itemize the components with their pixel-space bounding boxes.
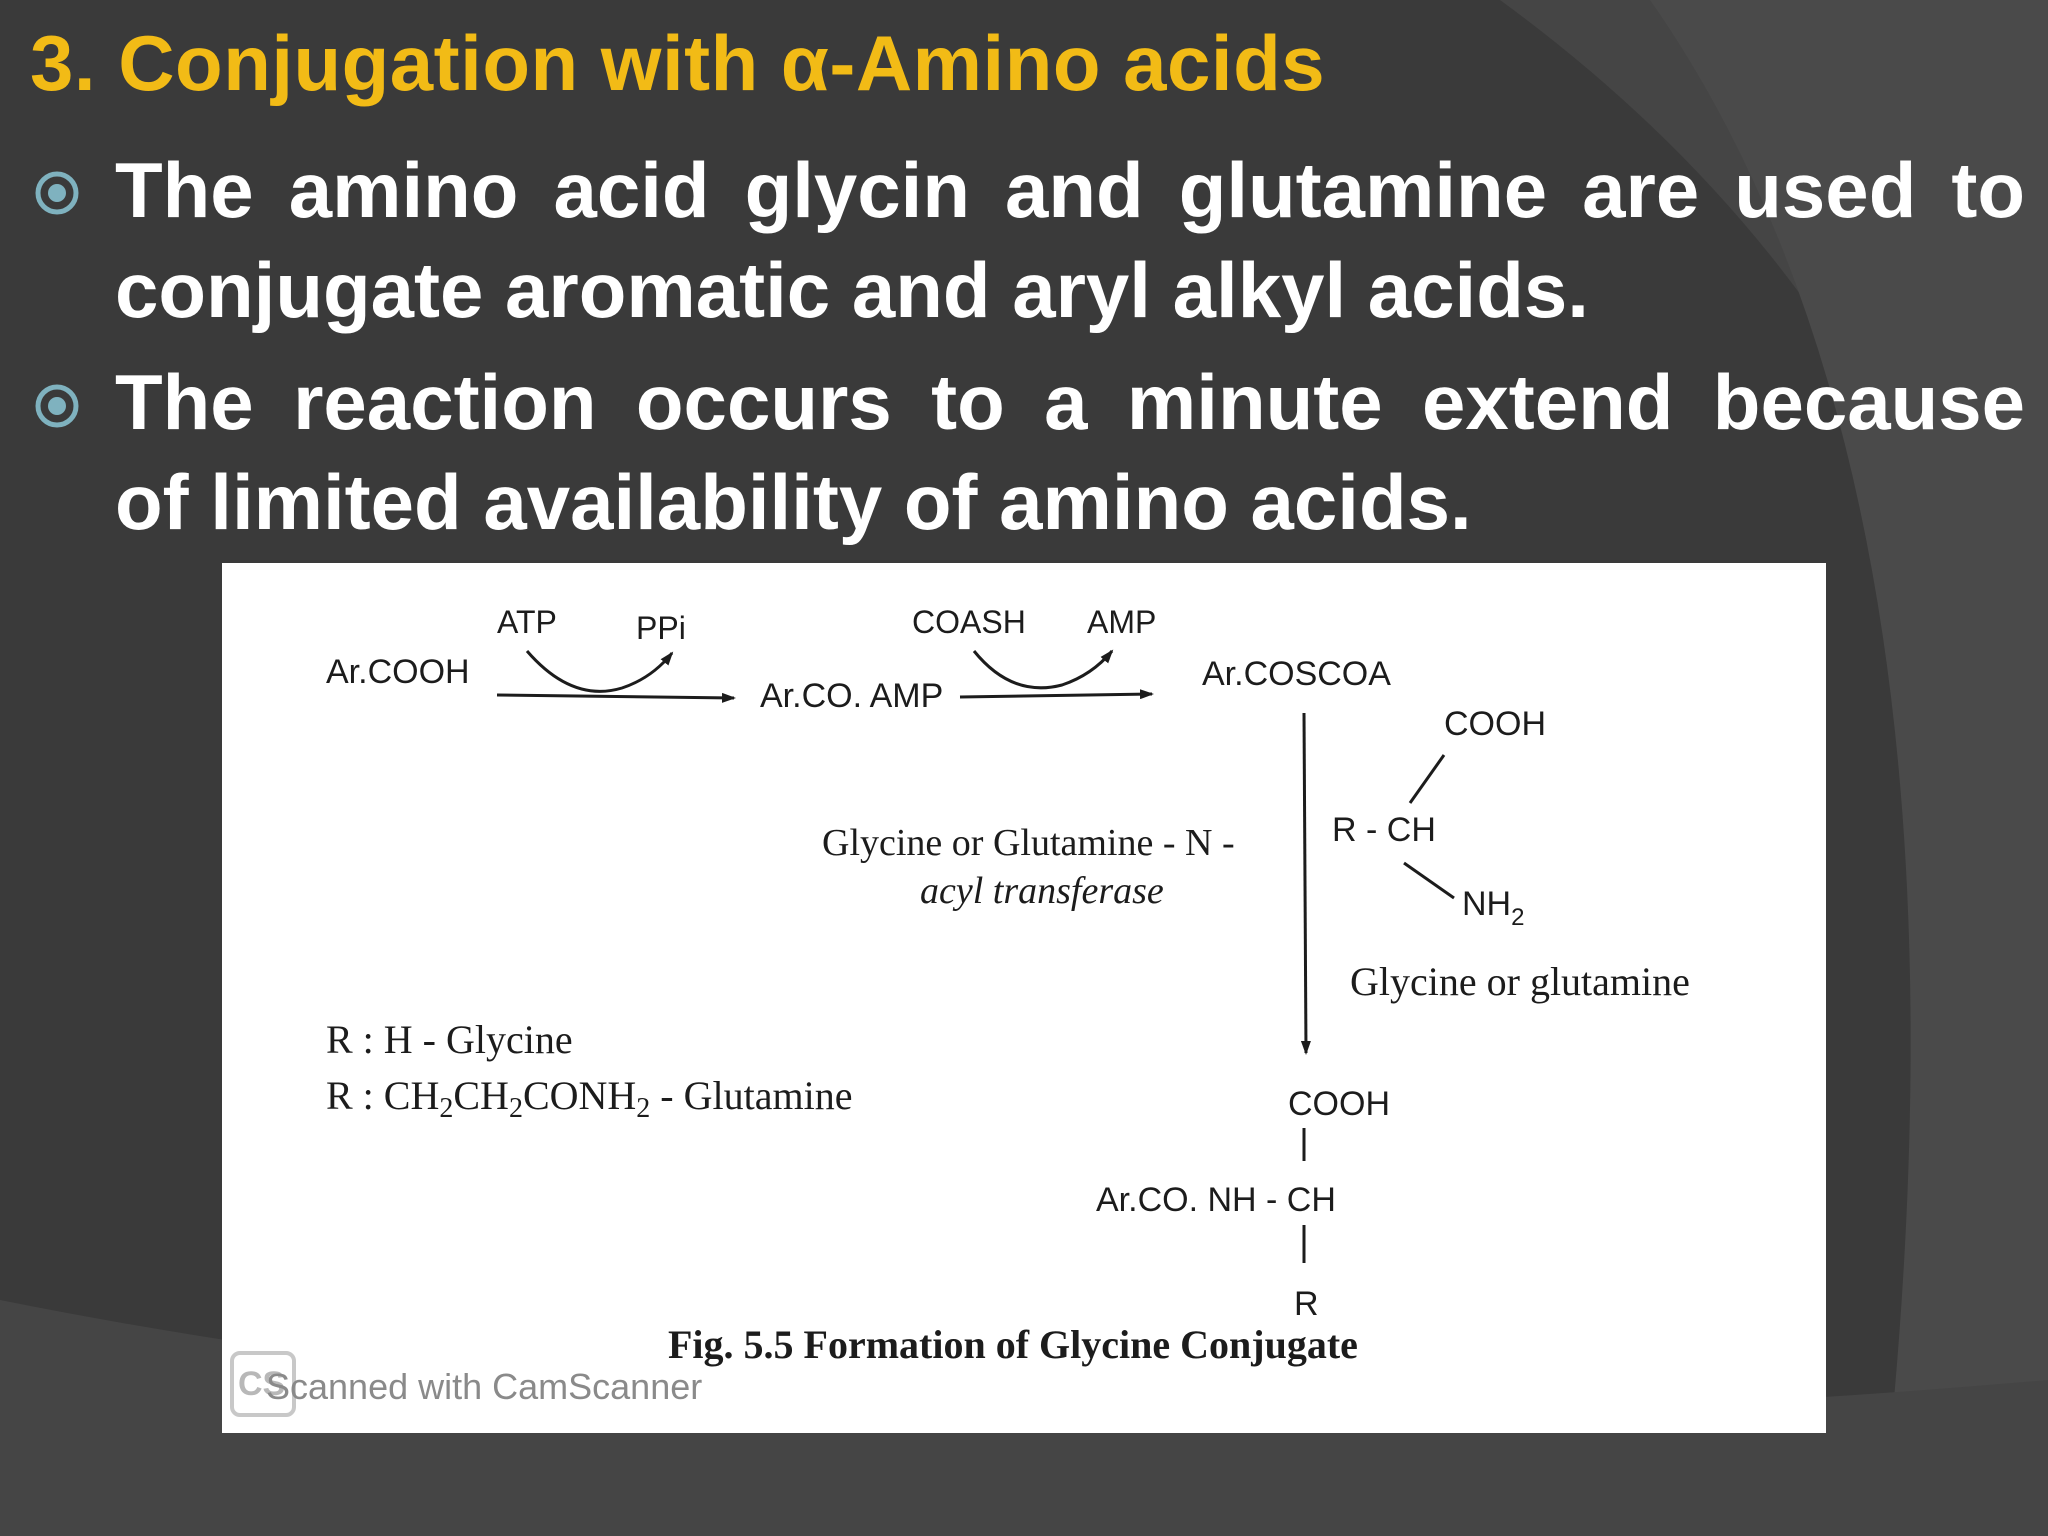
camscanner-logo-text: CS xyxy=(238,1365,285,1403)
aa-center-label: R - CH xyxy=(1332,811,1436,849)
camscanner-watermark: Scanned with CamScanner xyxy=(266,1366,702,1407)
bullet-2: The reaction occurs to a minute extend b… xyxy=(115,352,2025,552)
circled-dot-icon xyxy=(35,384,79,428)
reaction-diagram: Ar.COOH ATP PPi Ar.CO. AMP COASH AMP Ar.… xyxy=(230,604,1690,1417)
step2-arrow xyxy=(959,689,1154,700)
step1-out-label: PPi xyxy=(636,610,686,646)
aa-name-label: Glycine or glutamine xyxy=(1350,959,1690,1004)
reactant-label: Ar.COOH xyxy=(326,653,470,691)
bullet-1-line-2: conjugate aromatic and aryl alkyl acids. xyxy=(115,246,1589,334)
step1-in-label: ATP xyxy=(497,604,557,640)
intermediate2-label: Ar.COSCOA xyxy=(1202,655,1391,693)
transfer-arrow xyxy=(1300,712,1311,1055)
product-cooh-label: COOH xyxy=(1288,1085,1390,1123)
bullet-1: The amino acid glycin and glutamine are … xyxy=(115,140,2025,340)
step2-out-label: AMP xyxy=(1087,604,1156,640)
step2-curve-arrow xyxy=(972,649,1114,690)
aa-cooh-label: COOH xyxy=(1444,705,1546,743)
step1-curve-arrow xyxy=(525,650,674,693)
bullet-2-line-1: The reaction occurs to a minute extend b… xyxy=(115,358,2025,446)
step2-in-label: COASH xyxy=(912,604,1026,640)
r-definition-glutamine: R : CH2CH2CONH2 - Glutamine xyxy=(326,1073,852,1124)
figure-caption: Fig. 5.5 Formation of Glycine Conjugate xyxy=(668,1322,1358,1367)
enzyme-line-2: acyl transferase xyxy=(920,870,1164,912)
bullet-2-line-2: of limited availability of amino acids. xyxy=(115,458,1472,546)
enzyme-line-1: Glycine or Glutamine - N - xyxy=(822,822,1235,864)
aa-bond-bottom xyxy=(1403,861,1455,900)
r-definition-glycine: R : H - Glycine xyxy=(326,1017,573,1062)
circled-dot-icon xyxy=(35,171,79,215)
aa-bond-top xyxy=(1408,754,1446,804)
bullet-1-line-1: The amino acid glycin and glutamine are … xyxy=(115,146,2025,234)
reaction-figure: Ar.COOH ATP PPi Ar.CO. AMP COASH AMP Ar.… xyxy=(222,563,1826,1433)
intermediate1-label: Ar.CO. AMP xyxy=(760,677,943,715)
product-center-label: Ar.CO. NH - CH xyxy=(1096,1181,1336,1219)
product-r-label: R xyxy=(1294,1285,1319,1323)
slide-title: 3. Conjugation with α-Amino acids xyxy=(30,19,1326,107)
camscanner-logo-icon xyxy=(230,1351,296,1417)
step1-arrow xyxy=(496,692,736,703)
aa-nh-label: NH2 xyxy=(1462,885,1524,931)
